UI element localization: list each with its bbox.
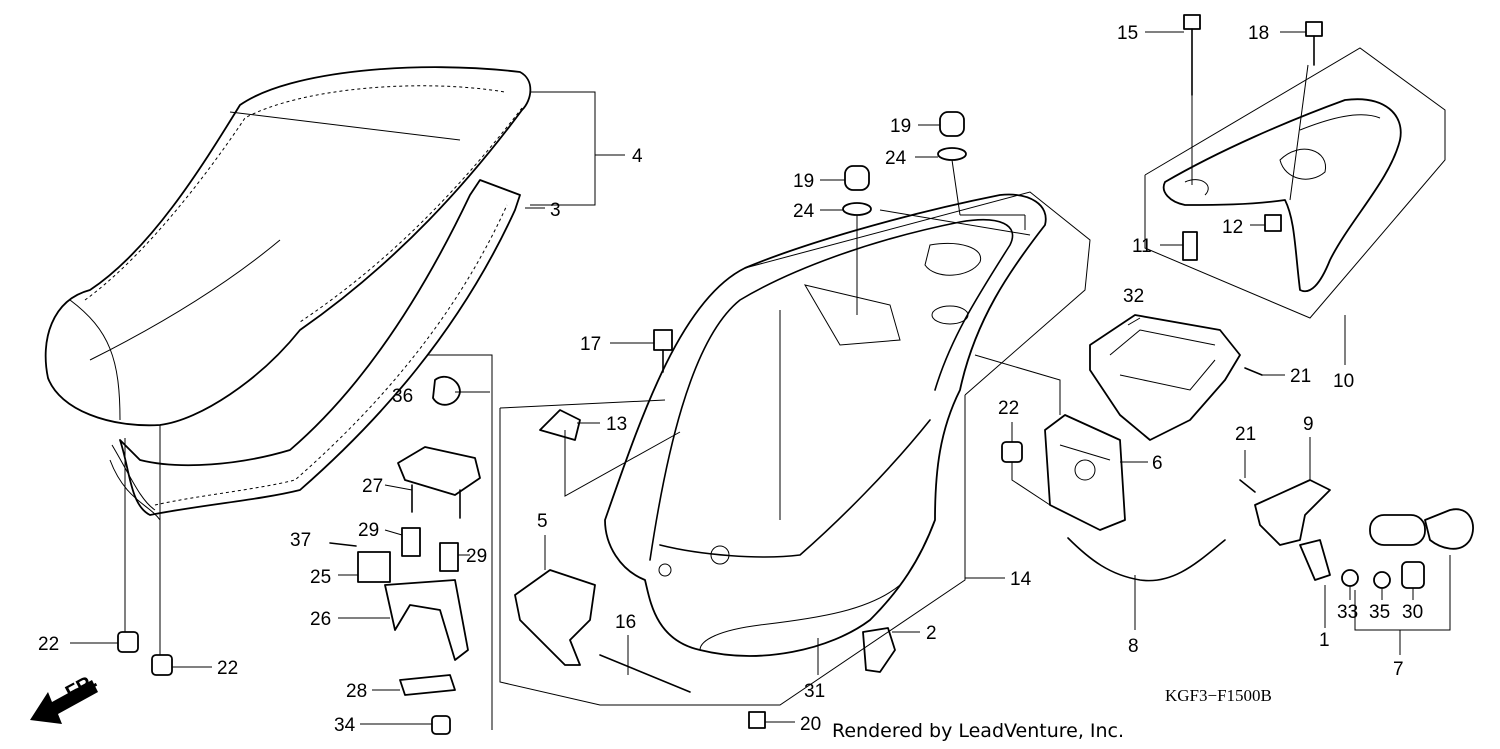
grab-rail-drawing [1162, 98, 1402, 293]
label-part-13: 13 [606, 414, 627, 435]
direction-indicator: FR. [30, 670, 101, 724]
label-part-7: 7 [1393, 659, 1404, 680]
label-part-8: 8 [1128, 636, 1139, 657]
label-part-14: 14 [1010, 569, 1032, 590]
key-set-drawing [1369, 508, 1474, 550]
label-part-9: 9 [1303, 414, 1314, 435]
seat-lock-drawing [1044, 414, 1126, 531]
label-part-29-right: 29 [466, 546, 487, 567]
label-part-21-upper: 21 [1290, 366, 1311, 387]
label-part-28: 28 [346, 681, 367, 702]
label-part-6: 6 [1152, 453, 1163, 474]
label-part-18: 18 [1248, 23, 1269, 44]
label-part-20: 20 [800, 714, 821, 735]
label-part-1: 1 [1319, 630, 1330, 651]
label-part-21-lower: 21 [1235, 424, 1256, 445]
diagram-code: KGF3−F1500B [1165, 686, 1272, 705]
label-part-2: 2 [926, 623, 937, 644]
label-part-26: 26 [310, 609, 331, 630]
label-part-34: 34 [334, 715, 356, 736]
label-part-27: 27 [362, 476, 383, 497]
label-part-25: 25 [310, 567, 331, 588]
callout-labels: 4 3 22 22 36 27 29 29 37 25 26 28 34 17 … [38, 23, 1423, 736]
label-part-24-mid: 24 [793, 201, 815, 222]
label-part-19-mid: 19 [793, 171, 814, 192]
label-part-22-left-lower: 22 [217, 658, 238, 679]
label-part-36: 36 [392, 386, 413, 407]
label-part-24-top: 24 [885, 148, 907, 169]
arrow-lower-left-icon [30, 680, 98, 724]
label-part-32: 32 [1123, 286, 1144, 307]
label-part-22-right: 22 [998, 398, 1019, 419]
label-part-30: 30 [1402, 602, 1423, 623]
label-part-4: 4 [632, 146, 643, 167]
label-part-33: 33 [1337, 602, 1358, 623]
label-part-35: 35 [1369, 602, 1390, 623]
leader-lines [70, 31, 1451, 730]
label-part-15: 15 [1117, 23, 1138, 44]
cover-drawing [1089, 314, 1241, 441]
render-credit: Rendered by LeadVenture, Inc. [832, 720, 1124, 742]
label-part-17: 17 [580, 334, 601, 355]
label-part-3: 3 [550, 200, 561, 221]
seat-drawing [44, 66, 532, 427]
label-part-10: 10 [1333, 371, 1354, 392]
label-part-37: 37 [290, 530, 311, 551]
label-part-31: 31 [804, 681, 825, 702]
label-part-11: 11 [1132, 236, 1152, 257]
label-part-22-left: 22 [38, 634, 59, 655]
label-part-16: 16 [615, 612, 636, 633]
label-part-12: 12 [1222, 217, 1243, 238]
hinge-bracket-drawing [1254, 479, 1331, 546]
label-part-5: 5 [537, 511, 548, 532]
hardware-drawings [117, 14, 1425, 735]
luggage-box-drawing [604, 193, 1047, 657]
label-part-29-left: 29 [358, 520, 379, 541]
label-part-19-top: 19 [890, 116, 911, 137]
